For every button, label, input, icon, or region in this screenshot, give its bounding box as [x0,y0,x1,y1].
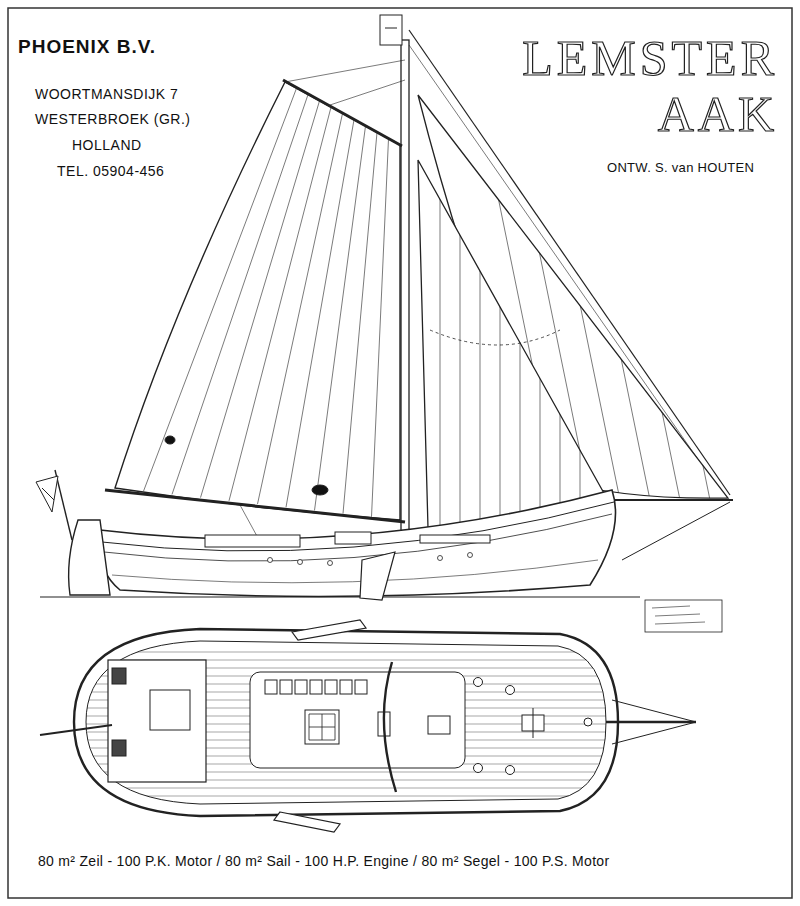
company-name: PHOENIX B.V. [18,36,156,58]
address-line: WESTERBROEK (GR.) [35,111,191,127]
address-line: HOLLAND [72,137,142,153]
address-line: WOORTMANSDIJK 7 [35,86,178,102]
title: LEMSTER AAK [508,30,778,142]
designer-credit: ONTW. S. van HOUTEN [607,160,754,175]
caption: 80 m² Zeil - 100 P.K. Motor / 80 m² Sail… [38,853,609,869]
frame [8,8,792,898]
phone-number: TEL. 05904-456 [57,163,164,179]
